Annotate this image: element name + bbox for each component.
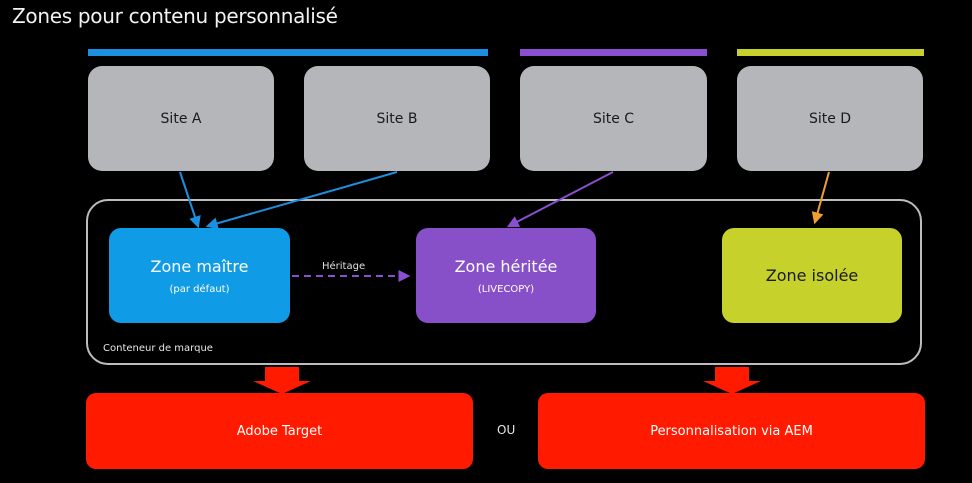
aem-personalization-box: Personnalisation via AEM (538, 393, 925, 469)
site-a-label: Site A (160, 110, 202, 127)
site-d-box: Site D (737, 66, 923, 171)
site-b-label: Site B (376, 110, 418, 127)
brand-container (86, 199, 922, 365)
master-zone-sub: (par défaut) (169, 283, 230, 295)
or-label: OU (497, 423, 516, 437)
isolated-zone-label: Zone isolée (765, 266, 859, 285)
master-zone: Zone maître (par défaut) (109, 228, 290, 323)
adobe-target-label: Adobe Target (236, 423, 323, 439)
master-zone-label: Zone maître (150, 256, 249, 276)
site-c-label: Site C (592, 110, 635, 127)
site-b-box: Site B (304, 66, 490, 171)
purple-group-bar (520, 49, 707, 56)
brand-container-label: Conteneur de marque (103, 343, 213, 354)
adobe-target-box: Adobe Target (86, 393, 473, 469)
red-arrow-right (703, 367, 761, 394)
inherited-zone: Zone héritée (LIVECOPY) (416, 228, 596, 323)
page-title: Zones pour contenu personnalisé (12, 4, 338, 28)
lime-group-bar (737, 49, 924, 56)
red-arrow-left (253, 367, 311, 394)
site-d-label: Site D (808, 110, 852, 127)
site-a-box: Site A (88, 66, 274, 171)
inherited-zone-label: Zone héritée (454, 256, 558, 276)
site-c-box: Site C (520, 66, 707, 171)
aem-personalization-label: Personnalisation via AEM (650, 423, 813, 439)
inheritance-label: Héritage (322, 261, 366, 272)
inherited-zone-sub: (LIVECOPY) (477, 283, 535, 295)
isolated-zone: Zone isolée (722, 228, 902, 323)
blue-group-bar (88, 49, 488, 56)
